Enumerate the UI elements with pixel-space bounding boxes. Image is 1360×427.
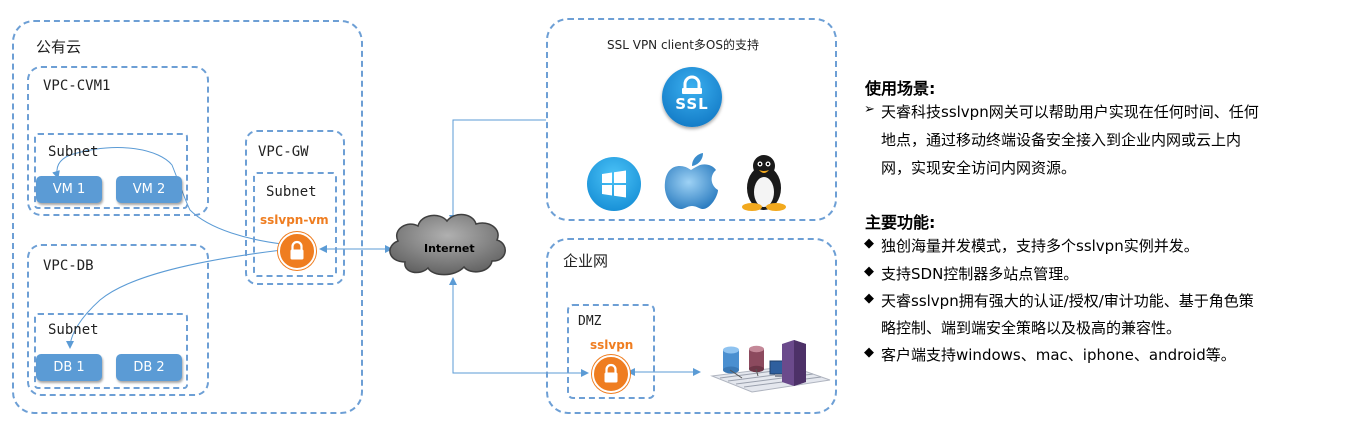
gw-subnet-box: [253, 172, 337, 277]
vpc-db-title: VPC-DB: [43, 258, 94, 274]
db-subnet-box: [34, 313, 188, 389]
usage-title: 使用场景:: [865, 79, 936, 98]
gw-lock-icon: [278, 232, 316, 270]
windows-icon: [587, 157, 641, 211]
vm2-node: VM 2: [116, 176, 182, 203]
internet-os-link: [449, 119, 546, 223]
feature-4: 客户端支持windows、mac、iphone、android等。: [881, 346, 1236, 364]
feature-bullet-icon: ◆: [864, 345, 874, 360]
feature-3-line-1: 天睿sslvpn拥有强大的认证/授权/审计功能、基于角色策: [881, 292, 1254, 310]
enterprise-box: [546, 238, 837, 414]
feature-bullet-icon: ◆: [864, 264, 874, 279]
vpc-db-box: [27, 244, 209, 396]
vm1-node: VM 1: [36, 176, 102, 203]
ssl-badge-text: SSL: [675, 95, 709, 113]
cvm-subnet-box: [34, 133, 188, 209]
usage-line-1: 天睿科技sslvpn网关可以帮助用户实现在任何时间、任何: [881, 103, 1259, 121]
dmz-box: [567, 304, 655, 399]
internet-label: Internet: [424, 242, 475, 255]
feature-bullet-icon: ◆: [864, 236, 874, 251]
db2-node: DB 2: [116, 354, 182, 381]
vpc-gw-box: [245, 130, 345, 285]
usage-line-2: 地点，通过移动终端设备安全接入到企业内网或云上内: [881, 131, 1242, 149]
db-subnet-label: Subnet: [48, 322, 99, 338]
sslvpn-vm-label: sslvpn-vm: [260, 213, 329, 227]
ssl-os-box: [546, 18, 837, 221]
feature-bullet-icon: ◆: [864, 291, 874, 306]
dmz-lock-icon: [592, 355, 630, 393]
dmz-label: DMZ: [578, 314, 602, 329]
db-subnet-arrow: [66, 249, 283, 349]
features-title: 主要功能:: [865, 213, 936, 232]
usage-line-3: 网，实现安全访问内网资源。: [881, 159, 1077, 177]
db1-node: DB 1: [36, 354, 102, 381]
public-cloud-box: [12, 20, 363, 414]
internet-dmz-link: [449, 277, 589, 377]
cvm-inner-arrow: [52, 154, 71, 179]
sslvpn-label: sslvpn: [590, 338, 634, 352]
public-cloud-title: 公有云: [36, 38, 82, 56]
vpc-cvm-title: VPC-CVM1: [43, 78, 111, 94]
usage-bullet-icon: ➢: [864, 102, 875, 117]
feature-2: 支持SDN控制器多站点管理。: [881, 265, 1079, 283]
vpc-cvm-box: [27, 66, 209, 216]
vpc-gw-title: VPC-GW: [258, 144, 309, 160]
feature-1: 独创海量并发模式，支持多个sslvpn实例并发。: [881, 237, 1199, 255]
feature-3-line-2: 略控制、端到端安全策略以及极高的兼容性。: [881, 319, 1182, 337]
ssl-os-title: SSL VPN client多OS的支持: [607, 38, 759, 52]
enterprise-title: 企业网: [563, 252, 609, 270]
cvm-subnet-label: Subnet: [48, 144, 99, 160]
cvm-subnet-arrow: [69, 147, 283, 245]
gw-subnet-label: Subnet: [266, 184, 317, 200]
ssl-badge-icon: SSL: [662, 67, 722, 127]
